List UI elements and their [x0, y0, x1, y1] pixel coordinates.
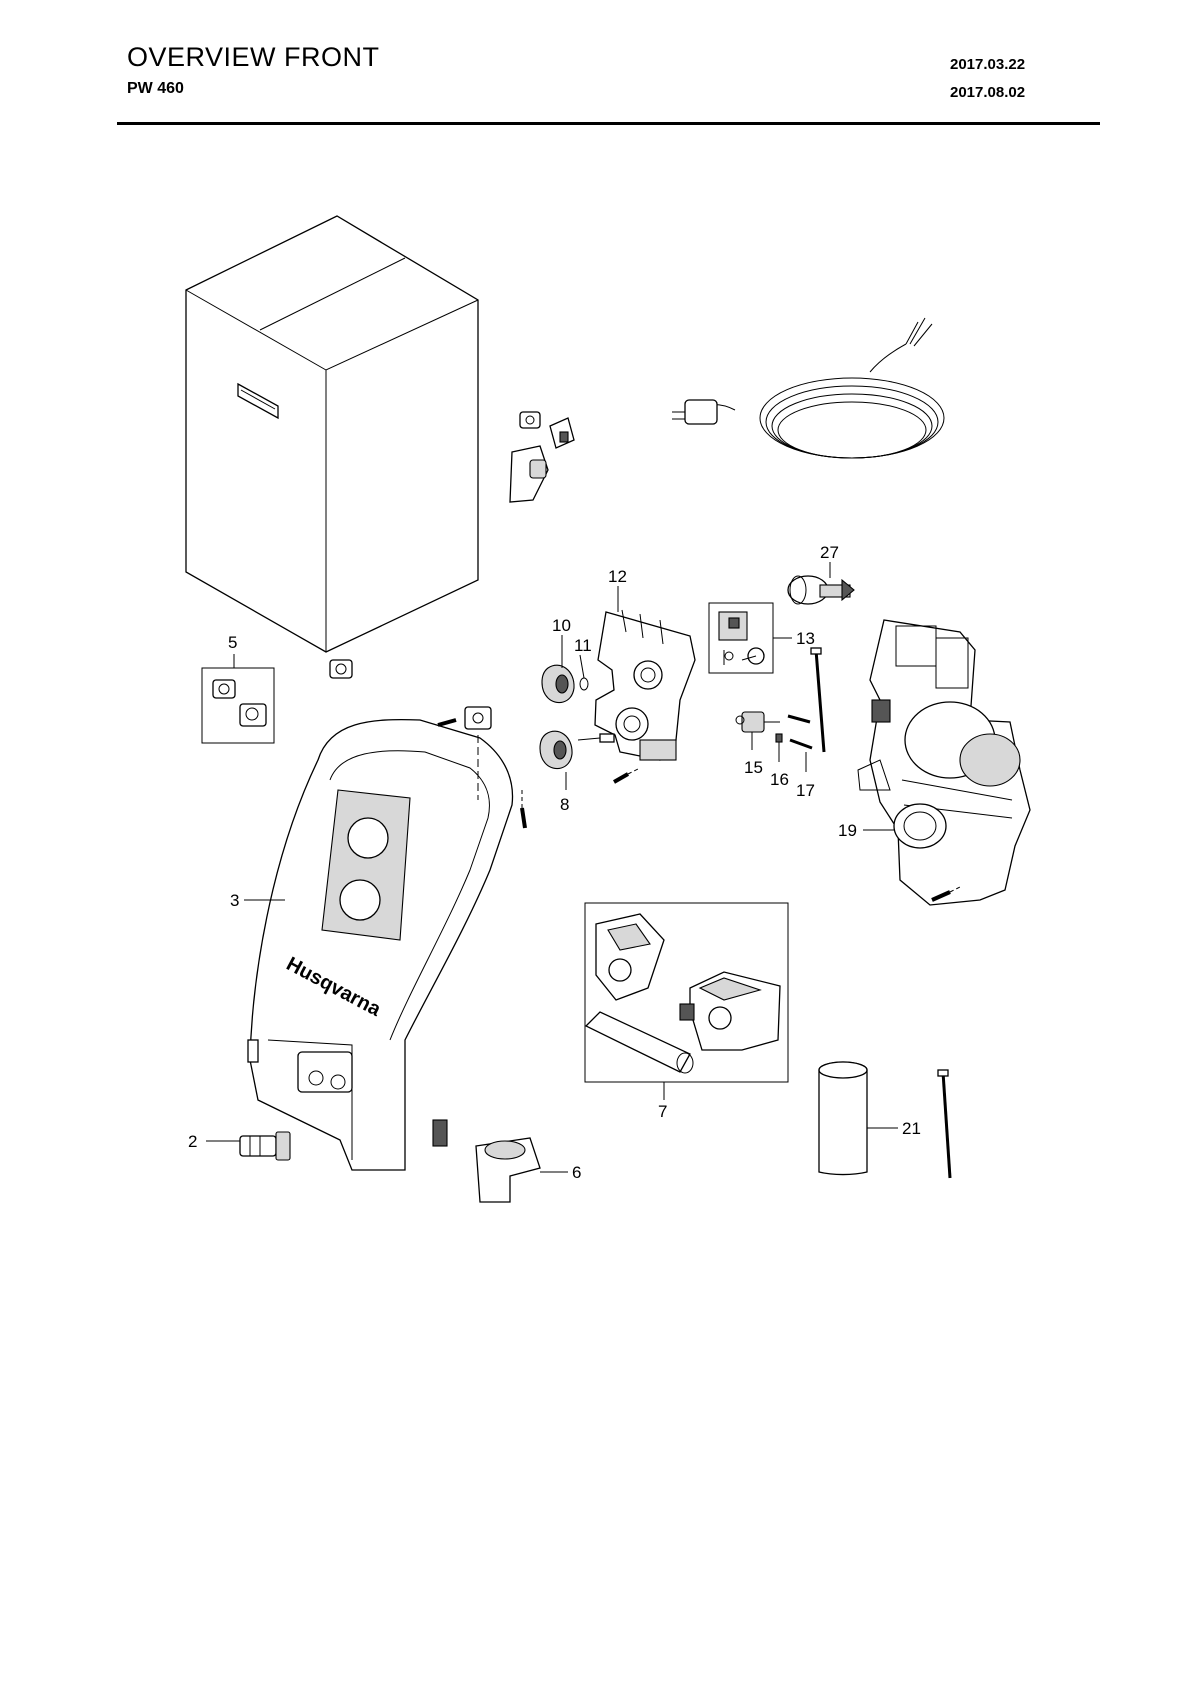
callout-7: 7	[658, 1102, 667, 1121]
part-16-spring	[775, 733, 783, 743]
part-10-knob	[541, 664, 575, 704]
date-created: 2017.03.22	[950, 56, 1026, 73]
part-17-pin	[787, 714, 813, 750]
part-3-front-cover: Husqvarna	[247, 718, 514, 1171]
callout-12: 12	[608, 567, 627, 586]
packaging-box	[185, 215, 479, 653]
model-number: PW 460	[127, 80, 184, 97]
header-rule	[117, 122, 1100, 125]
handle-clip-parts	[509, 411, 575, 503]
part-8-knob	[539, 730, 615, 770]
part-11-o-ring	[579, 677, 589, 691]
callout-11: 11	[574, 636, 592, 655]
callout-27: 27	[820, 543, 839, 562]
housing-screw	[613, 767, 641, 784]
callout-8: 8	[560, 795, 569, 814]
part-19-pump-housing	[857, 619, 1031, 906]
date-revised: 2017.08.02	[950, 84, 1026, 101]
callout-5: 5	[228, 633, 237, 652]
callout-16: 16	[770, 770, 789, 789]
part-6-holder	[475, 1137, 541, 1203]
part-27-motor-component	[787, 575, 855, 605]
callout-2: 2	[188, 1132, 197, 1151]
pump-screw	[931, 885, 963, 902]
part-7-accessory-kit	[584, 902, 789, 1083]
part-15-pressure-switch	[735, 711, 780, 733]
clip-under-box	[329, 659, 353, 679]
callout-19: 19	[838, 821, 857, 840]
callout-6: 6	[572, 1163, 581, 1182]
part-13-switch-kit	[708, 602, 774, 674]
callout-15: 15	[744, 758, 763, 777]
cable-tie-2	[937, 1069, 952, 1179]
part-5-clip-set	[201, 667, 275, 744]
part-2-inlet-fitting	[239, 1131, 291, 1161]
callout-21: 21	[902, 1119, 921, 1138]
callout-10: 10	[552, 616, 571, 635]
part-12-switch-housing	[594, 609, 696, 761]
callout-13: 13	[796, 629, 815, 648]
cable-tie-1	[810, 647, 826, 753]
callout-3: 3	[230, 891, 239, 910]
part-21-filter-cylinder	[818, 1061, 868, 1176]
page-title: OVERVIEW FRONT	[127, 42, 380, 72]
power-cord	[672, 317, 945, 459]
callout-17: 17	[796, 781, 815, 800]
cover-clip-and-screws	[437, 706, 527, 829]
